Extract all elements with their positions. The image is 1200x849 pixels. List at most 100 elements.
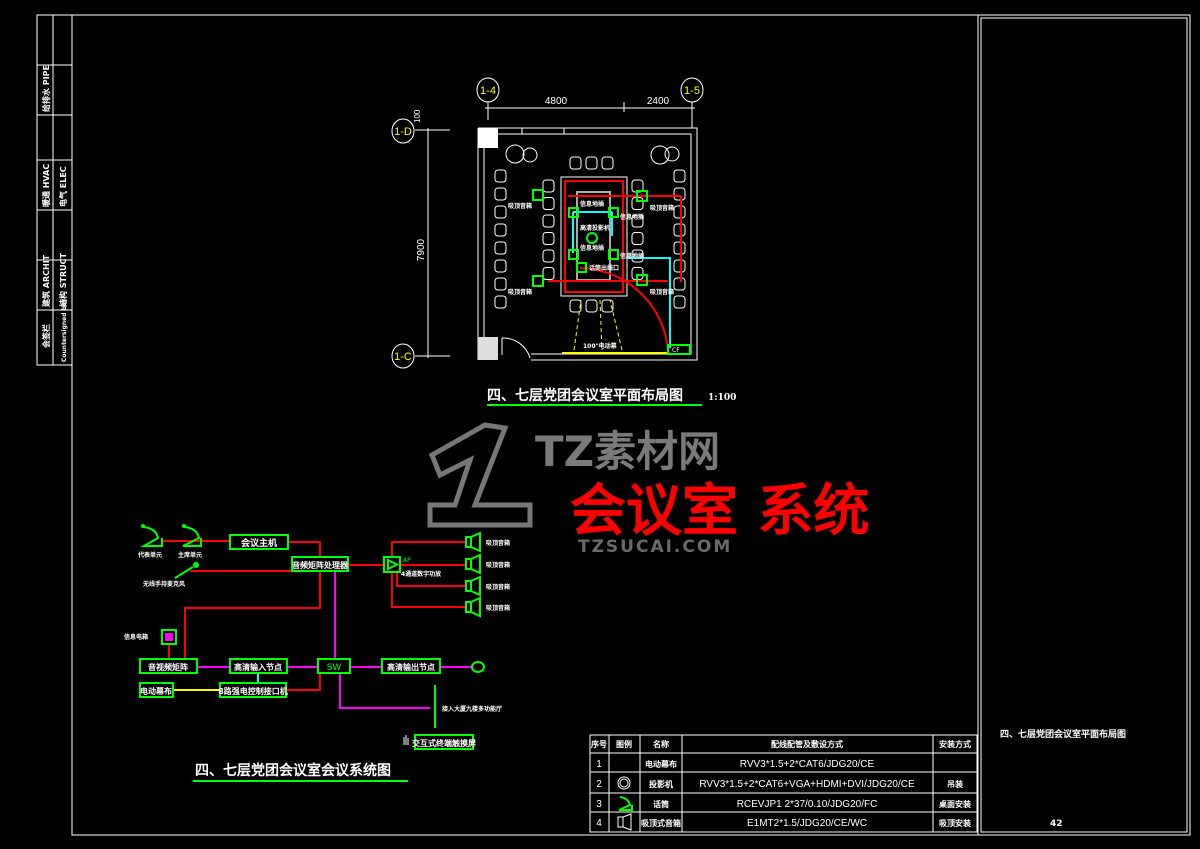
tb-hvac: 暖通 HVAC: [41, 164, 51, 207]
projector-label: 高清投影机: [580, 224, 610, 232]
dim-4800: 4800: [545, 96, 568, 107]
th-wiring: 配线配管及敷设方式: [771, 739, 843, 749]
chair: [494, 259, 507, 273]
dim-2400: 2400: [647, 96, 670, 107]
conference-host-box: 会议主机: [241, 537, 277, 549]
table-row: 2 投影机 RVV3*1.5+2*CAT6+VGA+HDMI+DVI/JDG20…: [596, 776, 963, 790]
wireless-mic-icon: [174, 562, 199, 579]
ceiling-speaker-icon: [617, 813, 632, 831]
audio-matrix-box: 音频矩阵处理器: [292, 560, 349, 570]
svg-text:桌面安装: 桌面安装: [938, 799, 971, 809]
projector-icon: [617, 776, 631, 790]
watermark: TZ素材网 TZSUCAI.COM 会议室 系统: [427, 422, 870, 557]
touch-icon: [403, 735, 409, 745]
floor-socket-label: 信息地插: [620, 252, 644, 260]
chair: [569, 299, 582, 313]
floor-plan-scale: 1:100: [708, 393, 736, 403]
sheet-number: 42: [1050, 819, 1063, 829]
floor-socket-label: 信息地插: [580, 244, 604, 252]
th-legend: 图例: [616, 739, 632, 749]
svg-text:吊装: 吊装: [947, 779, 963, 789]
floor-socket-label: 信息地插: [620, 213, 644, 221]
screen-box: 电动幕布: [140, 686, 172, 696]
chair: [542, 232, 555, 245]
wireless-mic-label: 无线手持麦克风: [142, 580, 185, 588]
speaker-label: 吸顶音箱: [486, 583, 510, 591]
chair: [601, 156, 614, 170]
svg-text:2: 2: [596, 779, 602, 790]
svg-text:吸顶式音箱: 吸顶式音箱: [641, 818, 681, 828]
chair: [673, 169, 686, 183]
svg-text:1: 1: [596, 759, 602, 770]
svg-text:1-D: 1-D: [394, 126, 412, 138]
chair: [494, 277, 507, 291]
chair: [673, 187, 686, 201]
sw-box: SW: [327, 663, 342, 673]
tb-countersign: 会签栏: [41, 324, 51, 348]
speaker-label: 吸顶音箱: [486, 561, 510, 569]
dim-7900: 7900: [416, 238, 427, 261]
chair: [542, 214, 555, 228]
chair: [631, 214, 644, 228]
chair: [585, 299, 598, 313]
chair: [494, 205, 507, 219]
floor-plan: 1-4 1-5 1-D 1-C 4800 2400 7900 100 CF 10…: [391, 77, 736, 406]
chair: [673, 223, 686, 237]
grid-bubble-1-5: 1-5: [680, 77, 704, 103]
floor-plan-title: 四、七层党团会议室平面布局图: [487, 387, 683, 404]
chairman-mic-icon: [182, 524, 202, 547]
svg-text:RVV3*1.5+2*CAT6/JDG20/CE: RVV3*1.5+2*CAT6/JDG20/CE: [740, 759, 875, 770]
chair: [542, 197, 555, 210]
chair: [494, 169, 507, 183]
av-matrix-box: 音视频矩阵: [148, 662, 188, 672]
chair: [631, 232, 644, 245]
svg-text:E1MT2*1.5/JDG20/CE/WC: E1MT2*1.5/JDG20/CE/WC: [747, 818, 867, 829]
chair: [542, 249, 555, 263]
th-install: 安装方式: [939, 739, 971, 749]
chair: [673, 205, 686, 219]
svg-text:1-C: 1-C: [394, 351, 412, 363]
chair: [494, 223, 507, 237]
floor-socket-label: 信息地插: [580, 200, 604, 208]
chair: [601, 299, 614, 313]
chair: [631, 249, 644, 263]
link-label: 接入大厦九楼多功能厅: [441, 705, 502, 713]
chair: [569, 156, 582, 170]
touch-screen-box: 交互式终端触摸屏: [412, 738, 476, 748]
speaker-label: 吸顶音箱: [486, 604, 510, 612]
hd-output-box: 高清输出节点: [387, 662, 435, 672]
speaker-label: 吸顶音箱: [650, 288, 674, 296]
chair: [542, 179, 555, 193]
speaker-label: 吸顶音箱: [650, 204, 674, 212]
chair: [494, 187, 507, 201]
title-block: 给排水 PIPE 暖通 HVAC 电气 ELEC 建筑 ARCHIT 结构 ST…: [36, 14, 73, 366]
system-diagram: 代表单元 主席单元 无线手持麦克风 会议主机 音频矩阵处理器 AP 4通道数字功…: [124, 524, 510, 782]
watermark-brand: TZ素材网: [535, 427, 720, 476]
speaker-icon: [465, 596, 481, 618]
watermark-domain: TZSUCAI.COM: [578, 537, 732, 557]
chairman-unit-label: 主席单元: [178, 551, 202, 559]
grid-bubble-1-d: 1-D: [391, 118, 415, 144]
th-no: 序号: [591, 739, 607, 749]
chairs: [494, 156, 686, 313]
chair: [494, 241, 507, 255]
speaker-icon: [465, 575, 481, 597]
system-diagram-title: 四、七层党团会议室会议系统图: [195, 762, 391, 779]
ap-label: AP: [403, 557, 411, 564]
tb-arch: 建筑 ARCHIT: [41, 254, 51, 308]
delegate-mic-icon: [140, 524, 163, 547]
info-box-label: 信息电箱: [124, 633, 148, 641]
right-panel-frame: [980, 17, 1188, 833]
power-control-box: 8路强电控制接口机: [218, 686, 288, 696]
delegate-unit-label: 代表单元: [137, 551, 162, 559]
chair: [673, 277, 686, 291]
mic-outlet-label: 话筒出线口: [589, 264, 619, 272]
monitor-icon: [471, 661, 485, 673]
table-row: 3 话筒 RCEVJP1 2*37/0.10/JDG20/FC 桌面安装: [596, 796, 971, 811]
grid-bubble-1-c: 1-C: [391, 343, 415, 369]
microphone-icon: [618, 796, 633, 811]
legend-table: 序号 图例 名称 配线配管及敷设方式 安装方式 1 电动幕布 RVV3*1.5+…: [589, 734, 978, 833]
svg-text:RCEVJP1 2*37/0.10/JDG20/FC: RCEVJP1 2*37/0.10/JDG20/FC: [737, 799, 878, 810]
